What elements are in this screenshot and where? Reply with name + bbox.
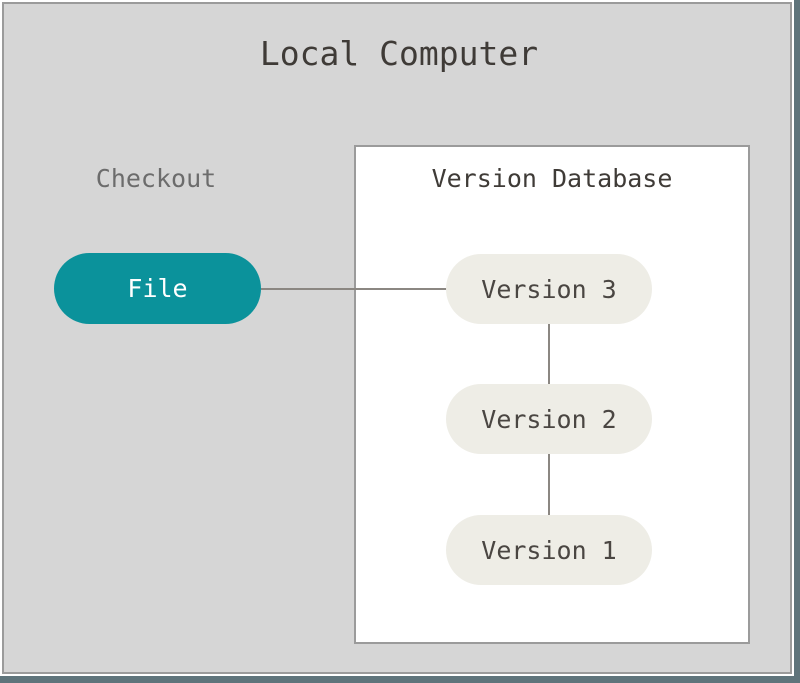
local-computer-container: Local Computer Checkout Version Database…: [2, 2, 792, 674]
checkout-label: Checkout: [95, 164, 217, 193]
version-database-title: Version Database: [431, 164, 673, 193]
version-3-node[interactable]: Version 3: [446, 254, 652, 324]
viewport-edge-bottom: [0, 676, 800, 683]
local-computer-title: Local Computer: [259, 34, 539, 73]
viewport-edge-right: [794, 0, 800, 683]
version-1-node[interactable]: Version 1: [446, 515, 652, 585]
version-2-node[interactable]: Version 2: [446, 384, 652, 454]
connector-version-3-to-version-2: [548, 324, 550, 384]
file-node[interactable]: File: [54, 253, 261, 324]
connector-version-2-to-version-1: [548, 454, 550, 515]
connector-file-to-version-3: [261, 288, 447, 290]
